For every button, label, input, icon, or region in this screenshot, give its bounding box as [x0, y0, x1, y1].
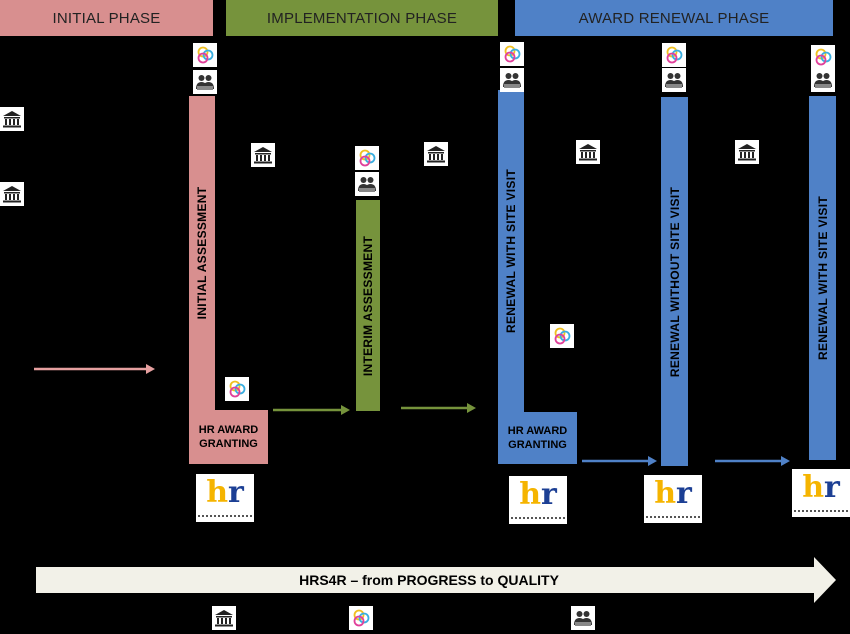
institution-icon — [212, 606, 236, 630]
logo-h: h — [206, 475, 228, 510]
logo-h: h — [802, 470, 824, 505]
renewal-arrow-1 — [582, 456, 657, 466]
institution-icon — [735, 140, 759, 164]
renewal-site-visit-bar-2: RENEWAL WITH SITE VISIT — [809, 96, 836, 460]
granting-line1: HR AWARD — [507, 425, 568, 437]
implementation-arrow-1 — [273, 405, 350, 415]
peer-circles-icon — [355, 146, 379, 170]
renewal-site-visit-label-1: RENEWAL WITH SITE VISIT — [504, 168, 518, 334]
initial-arrow — [34, 364, 155, 374]
renewal-arrow-2 — [715, 456, 790, 466]
peer-circles-icon — [500, 42, 524, 66]
renewal-hr-award-granting: HR AWARD GRANTING — [498, 412, 577, 464]
assessor-icon — [662, 68, 686, 92]
initial-assessment-bar: INITIAL ASSESSMENT — [189, 96, 215, 410]
granting-line2: GRANTING — [508, 439, 567, 451]
peer-circles-icon — [662, 43, 686, 67]
institution-icon — [0, 182, 24, 206]
interim-assessment-label: INTERIM ASSESSMENT — [361, 235, 375, 376]
peer-circles-icon — [811, 45, 835, 69]
institution-icon — [251, 143, 275, 167]
peer-circles-icon — [225, 377, 249, 401]
renewal-without-site-visit-label: RENEWAL WITHOUT SITE VISIT — [667, 186, 682, 377]
granting-line1: HR AWARD — [198, 424, 259, 436]
logo-h: h — [654, 476, 676, 511]
institution-icon — [424, 142, 448, 166]
implementation-arrow-2 — [401, 403, 476, 413]
phase-award-renewal: AWARD RENEWAL PHASE — [515, 0, 833, 36]
peer-circles-icon — [349, 606, 373, 630]
logo-r: r — [824, 470, 840, 505]
assessor-icon — [500, 68, 524, 92]
hr-excellence-logo: hr — [509, 476, 567, 524]
granting-line2: GRANTING — [199, 438, 258, 450]
logo-r: r — [676, 476, 692, 511]
peer-circles-icon — [193, 43, 217, 67]
phase-implementation: IMPLEMENTATION PHASE — [226, 0, 498, 36]
institution-icon — [576, 140, 600, 164]
logo-r: r — [228, 475, 244, 510]
hr-excellence-logo: hr — [644, 475, 702, 523]
assessor-icon — [571, 606, 595, 630]
assessor-icon — [355, 172, 379, 196]
logo-r: r — [541, 477, 557, 512]
phase-initial: INITIAL PHASE — [0, 0, 213, 36]
initial-hr-award-granting: HR AWARD GRANTING — [189, 410, 268, 464]
renewal-without-site-visit-bar: RENEWAL WITHOUT SITE VISIT — [661, 97, 688, 466]
initial-assessment-label: INITIAL ASSESSMENT — [195, 186, 209, 320]
logo-h: h — [519, 477, 541, 512]
interim-assessment-bar: INTERIM ASSESSMENT — [356, 200, 380, 411]
progress-banner-label: HRS4R – from PROGRESS to QUALITY — [299, 572, 559, 588]
renewal-site-visit-bar-1: RENEWAL WITH SITE VISIT — [498, 90, 524, 412]
assessor-icon — [811, 68, 835, 92]
assessor-icon — [193, 70, 217, 94]
hr-excellence-logo: hr — [196, 474, 254, 522]
progress-banner-arrow — [36, 557, 836, 603]
hr-excellence-logo: hr — [792, 469, 850, 517]
institution-icon — [0, 107, 24, 131]
peer-circles-icon — [550, 324, 574, 348]
renewal-site-visit-label-2: RENEWAL WITH SITE VISIT — [815, 195, 830, 361]
